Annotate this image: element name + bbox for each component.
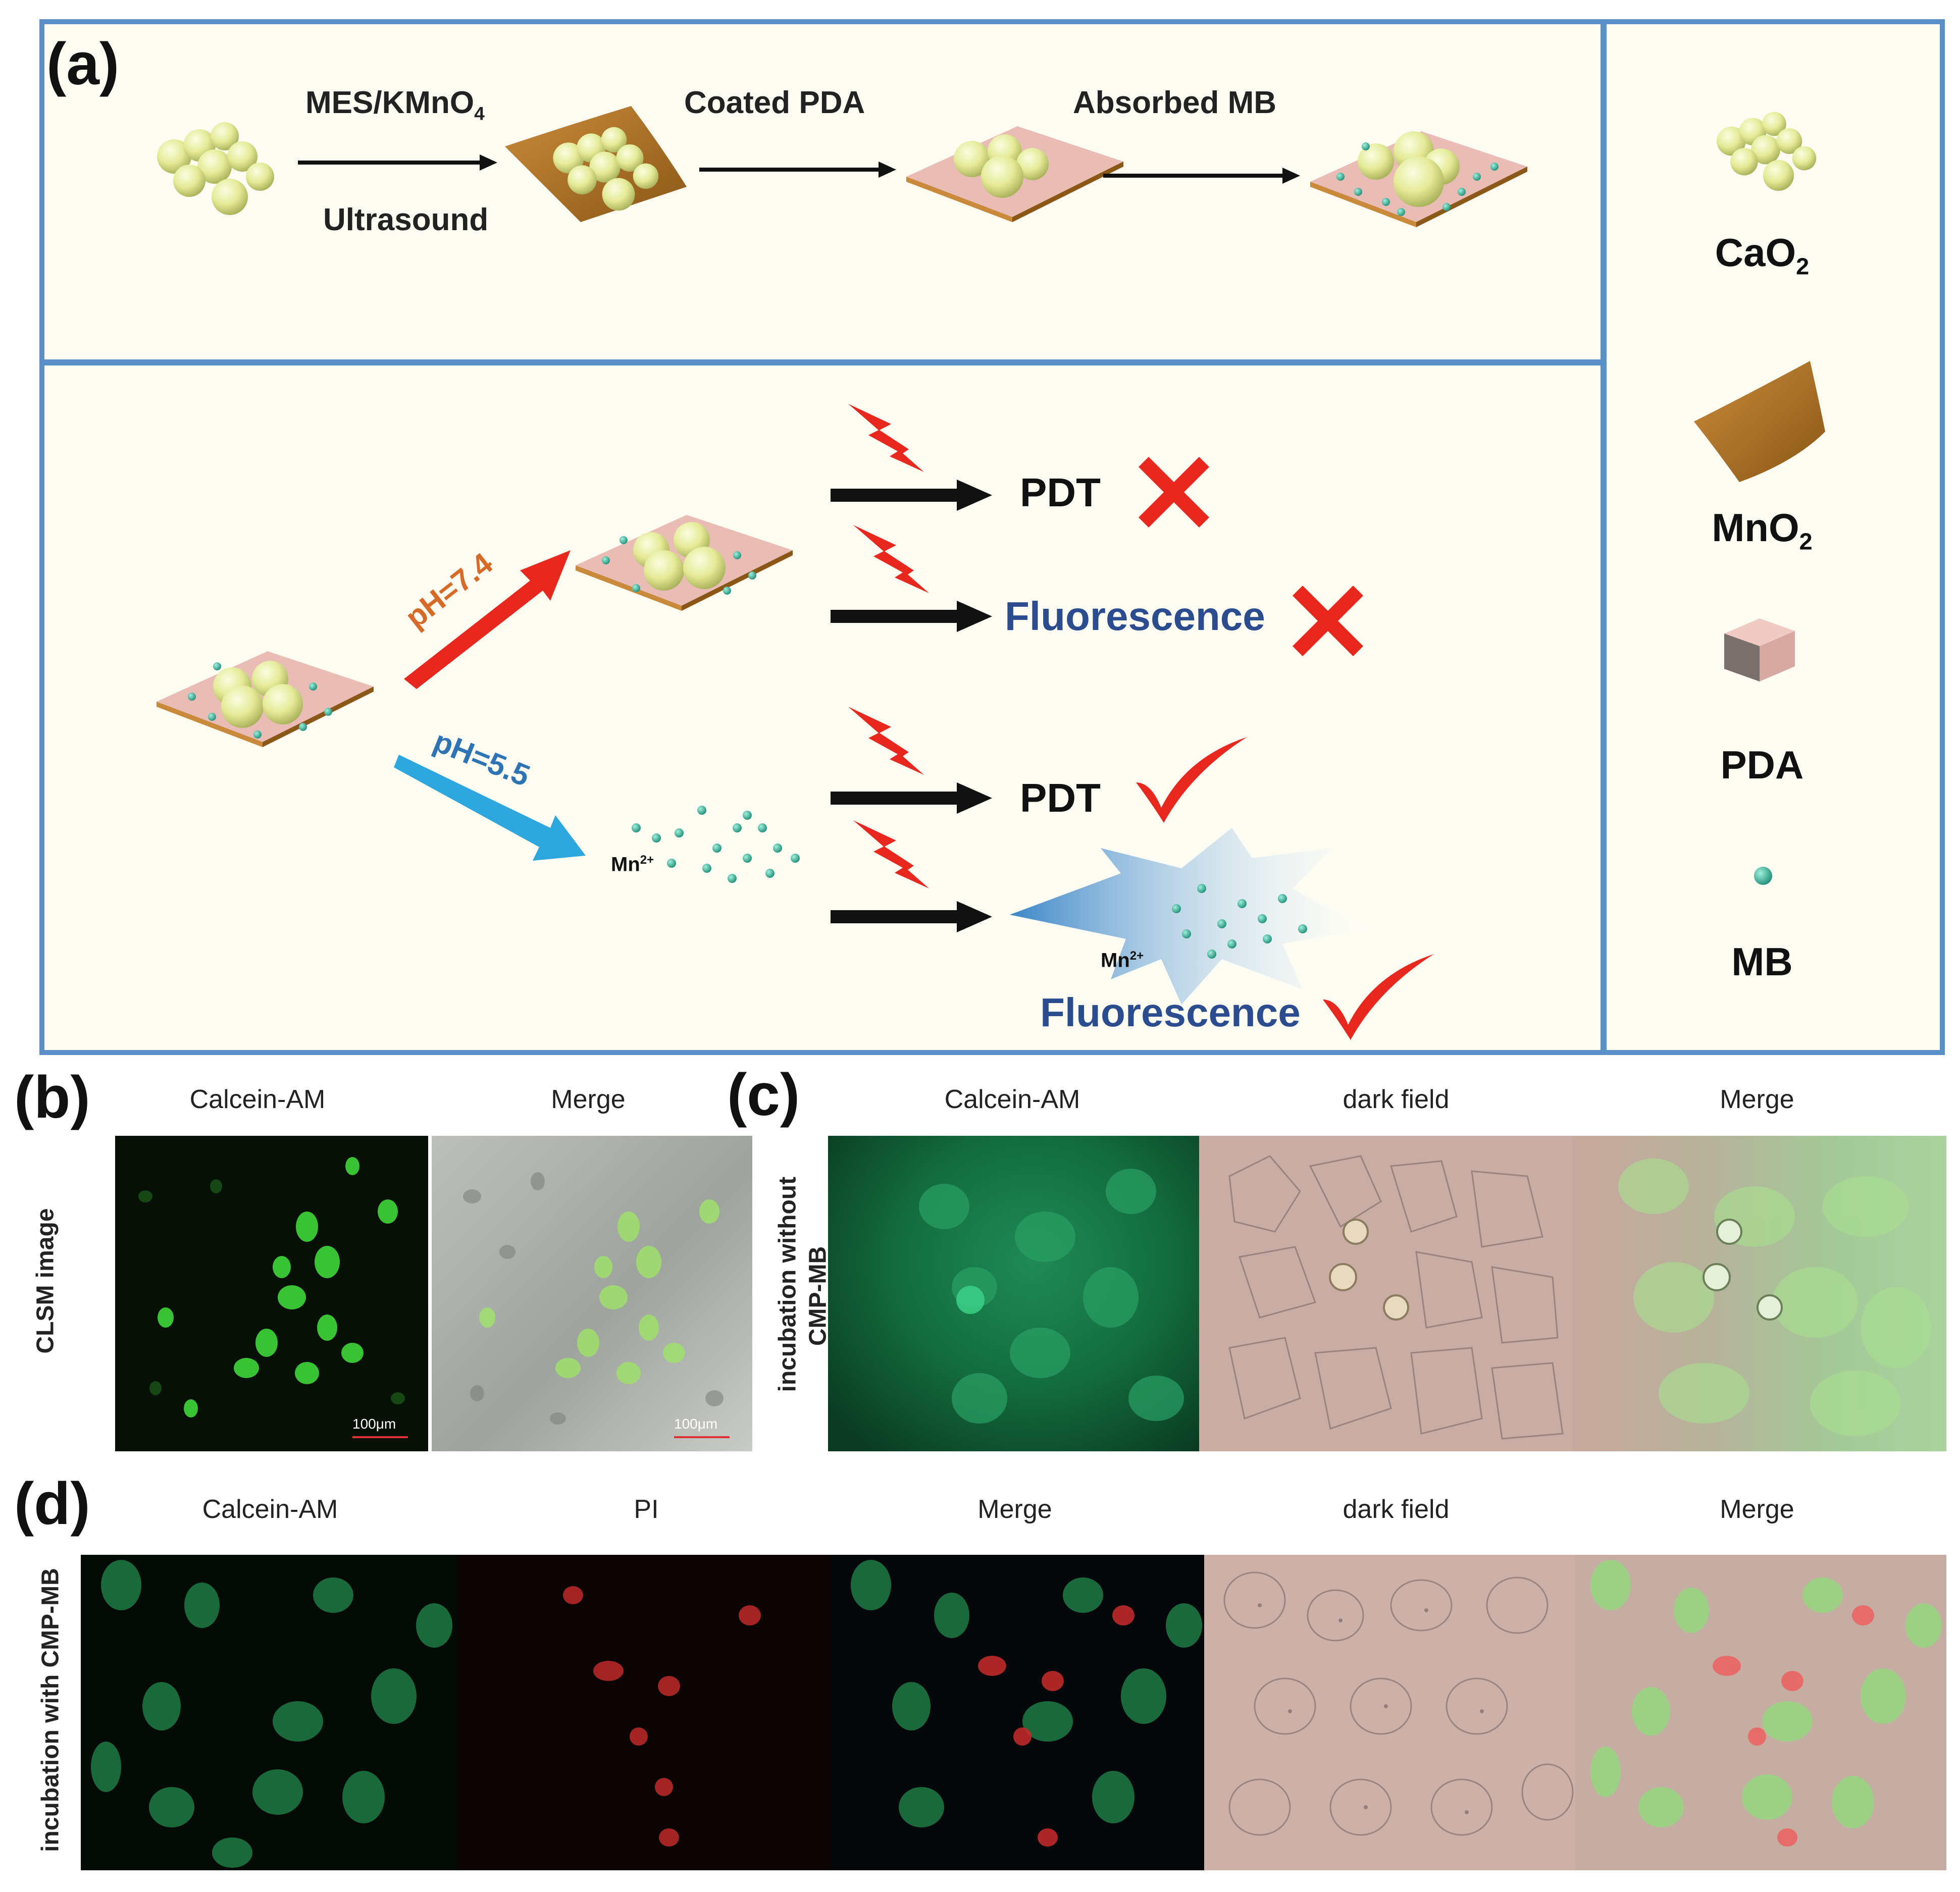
light-bolt-1 <box>848 404 924 472</box>
panel-c-calcein-image <box>828 1136 1199 1451</box>
fluorescence-burst <box>1010 828 1363 1005</box>
panel-a-divider-horizontal <box>39 359 1607 365</box>
legend-mno2-icon <box>1694 361 1825 482</box>
panel-d-title-merge-2: Merge <box>1720 1495 1794 1524</box>
step-label-ultrasound: Ultrasound <box>323 202 489 237</box>
panel-c-calcein-cells <box>919 1169 1184 1424</box>
panel-c-dark-field-image <box>1199 1136 1573 1451</box>
panel-d-merge-image <box>831 1555 1204 1870</box>
step-label-absorbed-mb: Absorbed MB <box>1073 85 1276 120</box>
panel-c-title-merge: Merge <box>1720 1085 1794 1114</box>
panel-c-row-label-1: incubation without <box>774 1176 801 1392</box>
panel-c-letter: (c) <box>727 1062 800 1128</box>
panel-d-calcein-image <box>81 1555 457 1870</box>
panel-d-pi-image <box>457 1555 831 1870</box>
released-mb-dots <box>632 806 800 883</box>
mno2-sheet-with-cao2 <box>505 106 687 222</box>
arrow-step-2 <box>699 162 896 178</box>
legend-label-pda: PDA <box>1720 743 1804 787</box>
panel-b-scale-bar-1 <box>352 1436 408 1438</box>
panel-d-merge-cells <box>851 1560 1202 1847</box>
legend-label-cao2: CaO2 <box>1715 230 1810 280</box>
mn-ion-label-1: Mn2+ <box>611 853 654 876</box>
panel-b-merge-image: 100μm <box>432 1136 752 1451</box>
panel-b-title-merge: Merge <box>551 1085 626 1114</box>
outcome-pdt-2: PDT <box>1020 775 1101 820</box>
mb-loaded-slab <box>1310 131 1527 227</box>
step-label-coated-pda: Coated PDA <box>684 85 865 120</box>
mb-loaded-slab-start <box>157 651 374 747</box>
success-mark-pdt <box>1136 737 1247 823</box>
panel-a-divider-vertical <box>1601 19 1607 1055</box>
arrow-step-1 <box>298 154 497 171</box>
panel-b-letter: (b) <box>14 1064 90 1131</box>
panel-d-calcein-cells <box>91 1560 452 1868</box>
panel-d-pi-cells <box>563 1586 761 1847</box>
panel-c-merge-cells <box>1618 1159 1931 1436</box>
panel-b-merge-cells <box>463 1172 724 1425</box>
fail-mark-pdt <box>1139 457 1209 528</box>
light-bolt-2 <box>853 525 929 593</box>
light-bolt-4 <box>853 820 929 888</box>
panel-d-row-label: incubation with CMP-MB <box>37 1568 64 1852</box>
panel-a-letter: (a) <box>46 31 120 97</box>
outcome-fluorescence-2: Fluorescence <box>1040 990 1301 1035</box>
panel-d-letter: (d) <box>14 1470 90 1537</box>
mn-ion-label-2: Mn2+ <box>1101 949 1144 972</box>
panel-d-title-merge: Merge <box>977 1495 1052 1524</box>
outcome-fluorescence-1: Fluorescence <box>1005 594 1265 639</box>
fail-mark-fluorescence <box>1293 586 1363 656</box>
legend-pda-icon <box>1724 618 1795 681</box>
panel-b-calcein-image: 100μm <box>115 1136 428 1451</box>
blue-arrow-ph55 <box>394 755 586 861</box>
panel-d-title-calcein: Calcein-AM <box>202 1495 338 1524</box>
step-label-mes-kmno4: MES/KMnO4 <box>305 85 485 124</box>
panel-b-title-calcein: Calcein-AM <box>189 1085 326 1114</box>
panel-b-scale-label-1: 100μm <box>352 1416 396 1432</box>
black-arrow-fluo-1 <box>831 601 992 632</box>
black-arrow-pdt-2 <box>831 782 992 814</box>
panel-d-merge-2-cells <box>1590 1560 1942 1847</box>
panel-c-title-calcein: Calcein-AM <box>944 1085 1080 1114</box>
panel-c-title-dark-field: dark field <box>1343 1085 1450 1114</box>
red-arrow-ph74 <box>404 550 571 689</box>
panel-c-merge-image <box>1573 1136 1946 1451</box>
panel-d-title-pi: PI <box>634 1495 659 1524</box>
slab-ph74 <box>576 515 793 611</box>
black-arrow-pdt-1 <box>831 480 992 511</box>
pda-coated-slab <box>906 126 1123 222</box>
legend-label-mb: MB <box>1731 939 1793 984</box>
panel-b-calcein-cells <box>138 1157 405 1417</box>
panel-d-title-dark-field: dark field <box>1343 1495 1450 1524</box>
legend-label-mno2: MnO2 <box>1712 505 1813 555</box>
legend-mb-icon <box>1754 867 1772 885</box>
legend-cao2-icon <box>1717 112 1817 191</box>
outcome-pdt-1: PDT <box>1020 470 1101 515</box>
arrow-step-3 <box>1103 168 1300 184</box>
cao2-cluster-start <box>157 122 274 215</box>
panel-b-scale-label-2: 100μm <box>674 1416 718 1432</box>
panel-d-merge-2-image <box>1575 1555 1946 1870</box>
panel-b-scale-bar-2 <box>674 1436 730 1438</box>
panel-a-diagram <box>157 106 1825 1040</box>
panel-d-dark-field-image <box>1204 1555 1575 1870</box>
panel-c-dark-field-cells <box>1228 1155 1564 1440</box>
panel-b-row-label: CLSM image <box>32 1208 59 1354</box>
light-bolt-3 <box>848 707 924 775</box>
success-mark-fluorescence <box>1323 954 1434 1040</box>
panel-d-dark-field-cells <box>1223 1571 1574 1836</box>
black-arrow-fluo-2 <box>831 901 992 932</box>
